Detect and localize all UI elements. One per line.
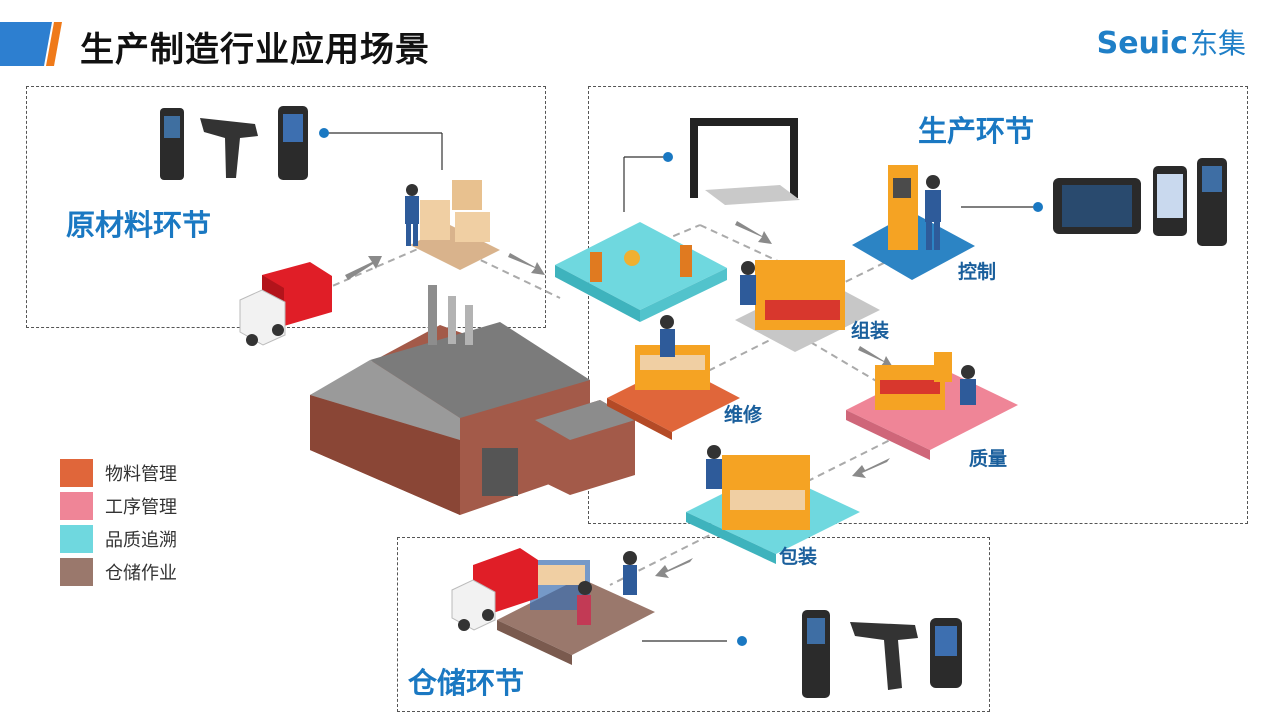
repair-station: [607, 315, 740, 440]
station-label-repair: 维修: [724, 404, 763, 426]
legend: 物料管理 工序管理 品质追溯 仓储作业: [60, 456, 177, 588]
truck-icon: [239, 262, 332, 346]
tablet-icon: [1053, 158, 1227, 246]
station-label-quality: 质量: [969, 448, 1008, 470]
robot-arm-station: [555, 222, 727, 322]
legend-swatch: [60, 491, 93, 520]
warehouse-truck-icon: [451, 548, 538, 631]
production-section: [588, 86, 1248, 524]
quality-station: [846, 352, 1018, 460]
control-station: [852, 165, 975, 280]
raw-material-section: [26, 86, 546, 328]
legend-item: 工序管理: [60, 489, 177, 522]
brand-logo: Seuic东集: [1097, 22, 1246, 62]
flow-arrows: [345, 221, 894, 578]
legend-item: 品质追溯: [60, 522, 177, 555]
warehouse-section: [397, 537, 990, 712]
brand-latin: Seuic: [1096, 26, 1188, 61]
legend-swatch: [60, 557, 93, 586]
production-title: 生产环节: [918, 114, 1035, 148]
packaging-station: [686, 445, 860, 564]
assembly-station: [735, 260, 880, 352]
conveyor-frame: [690, 118, 800, 205]
station-label-control: 控制: [958, 261, 997, 283]
raw-material-title: 原材料环节: [66, 208, 212, 242]
factory-icon: [310, 285, 635, 515]
warehouse-title: 仓储环节: [408, 666, 525, 700]
warehouse-devices-icon: [802, 610, 962, 698]
legend-label: 工序管理: [105, 496, 177, 518]
scanner-gun-icon: [200, 118, 258, 178]
raw-material-workstation: [405, 180, 500, 270]
legend-label: 物料管理: [105, 463, 177, 485]
legend-label: 仓储作业: [105, 562, 177, 584]
warehouse-workstation: [497, 551, 655, 665]
brand-cn: 东集: [1189, 27, 1246, 60]
station-label-assembly: 组装: [851, 320, 890, 342]
legend-label: 品质追溯: [105, 529, 177, 551]
legend-swatch: [60, 524, 93, 553]
handheld-terminal-icon: [160, 106, 308, 180]
legend-swatch: [60, 458, 93, 487]
legend-item: 仓储作业: [60, 555, 177, 588]
legend-item: 物料管理: [60, 456, 177, 489]
station-label-packaging: 包装: [779, 546, 818, 568]
page-title: 生产制造行业应用场景: [80, 30, 430, 70]
header-accent-bar: [0, 22, 62, 66]
